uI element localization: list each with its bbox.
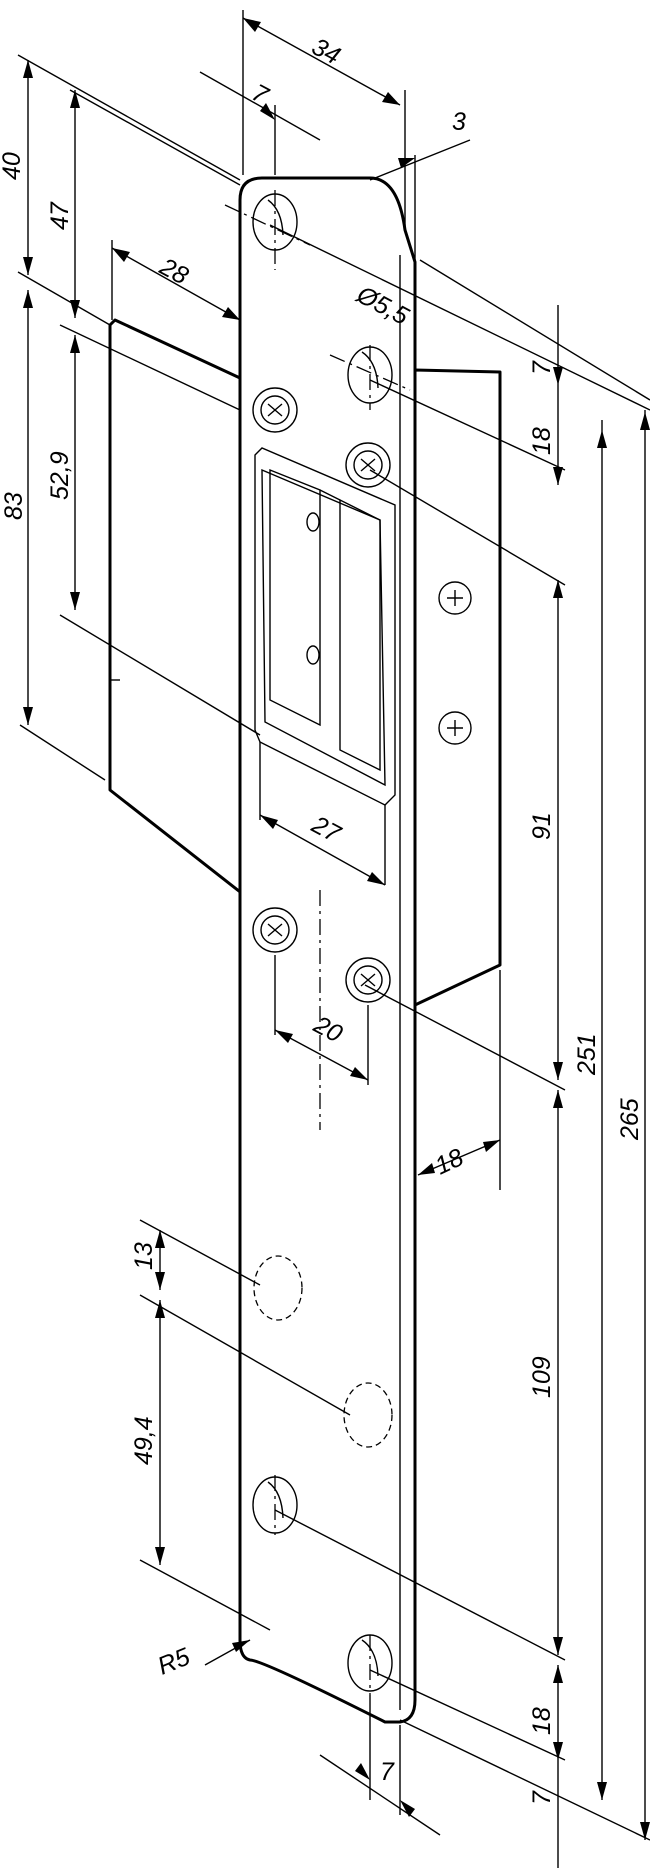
- dim-plate-thickness: 3: [452, 108, 466, 136]
- hidden-hole-upper: [253, 1255, 303, 1321]
- dim-height-265: 265: [616, 1098, 644, 1141]
- hidden-hole-lower: [343, 1382, 393, 1448]
- dim-left-13: 13: [130, 1242, 158, 1270]
- dim-corner-radius: R5: [154, 1643, 194, 1681]
- dim-right-7-bottom: 7: [528, 1790, 556, 1805]
- dim-height-47: 47: [46, 201, 74, 230]
- dim-bottom-7: 7: [380, 1758, 395, 1786]
- screw-top-right: [345, 442, 391, 488]
- screw-bottom-right: [345, 957, 391, 1003]
- dim-height-109: 109: [528, 1356, 556, 1398]
- dimension-lines: [17, 10, 650, 1868]
- dim-hole-offset-top: 7: [247, 79, 273, 111]
- dim-left-49-4: 49,4: [130, 1416, 158, 1465]
- dim-right-18-top: 18: [528, 427, 556, 455]
- dim-height-91: 91: [528, 812, 556, 840]
- dim-right-7-top: 7: [528, 360, 556, 375]
- dim-right-18-bottom: 18: [528, 1707, 556, 1735]
- latch-opening: [254, 447, 396, 806]
- dim-height-83: 83: [0, 492, 28, 520]
- dim-top-width: 34: [307, 33, 345, 71]
- dim-tongue-width: 28: [154, 252, 193, 290]
- dim-box-depth: 18: [431, 1143, 468, 1180]
- side-screw-lower: [438, 711, 472, 745]
- dim-height-52-9: 52,9: [46, 451, 74, 500]
- center-lines: [224, 190, 411, 1695]
- screw-bottom-left: [252, 907, 298, 953]
- face-plate: [238, 176, 417, 1724]
- dim-height-251: 251: [573, 1033, 601, 1076]
- dim-height-40: 40: [0, 152, 26, 180]
- arrowheads: [23, 18, 650, 1840]
- screw-top-left: [252, 387, 298, 433]
- side-screw-upper: [438, 581, 472, 615]
